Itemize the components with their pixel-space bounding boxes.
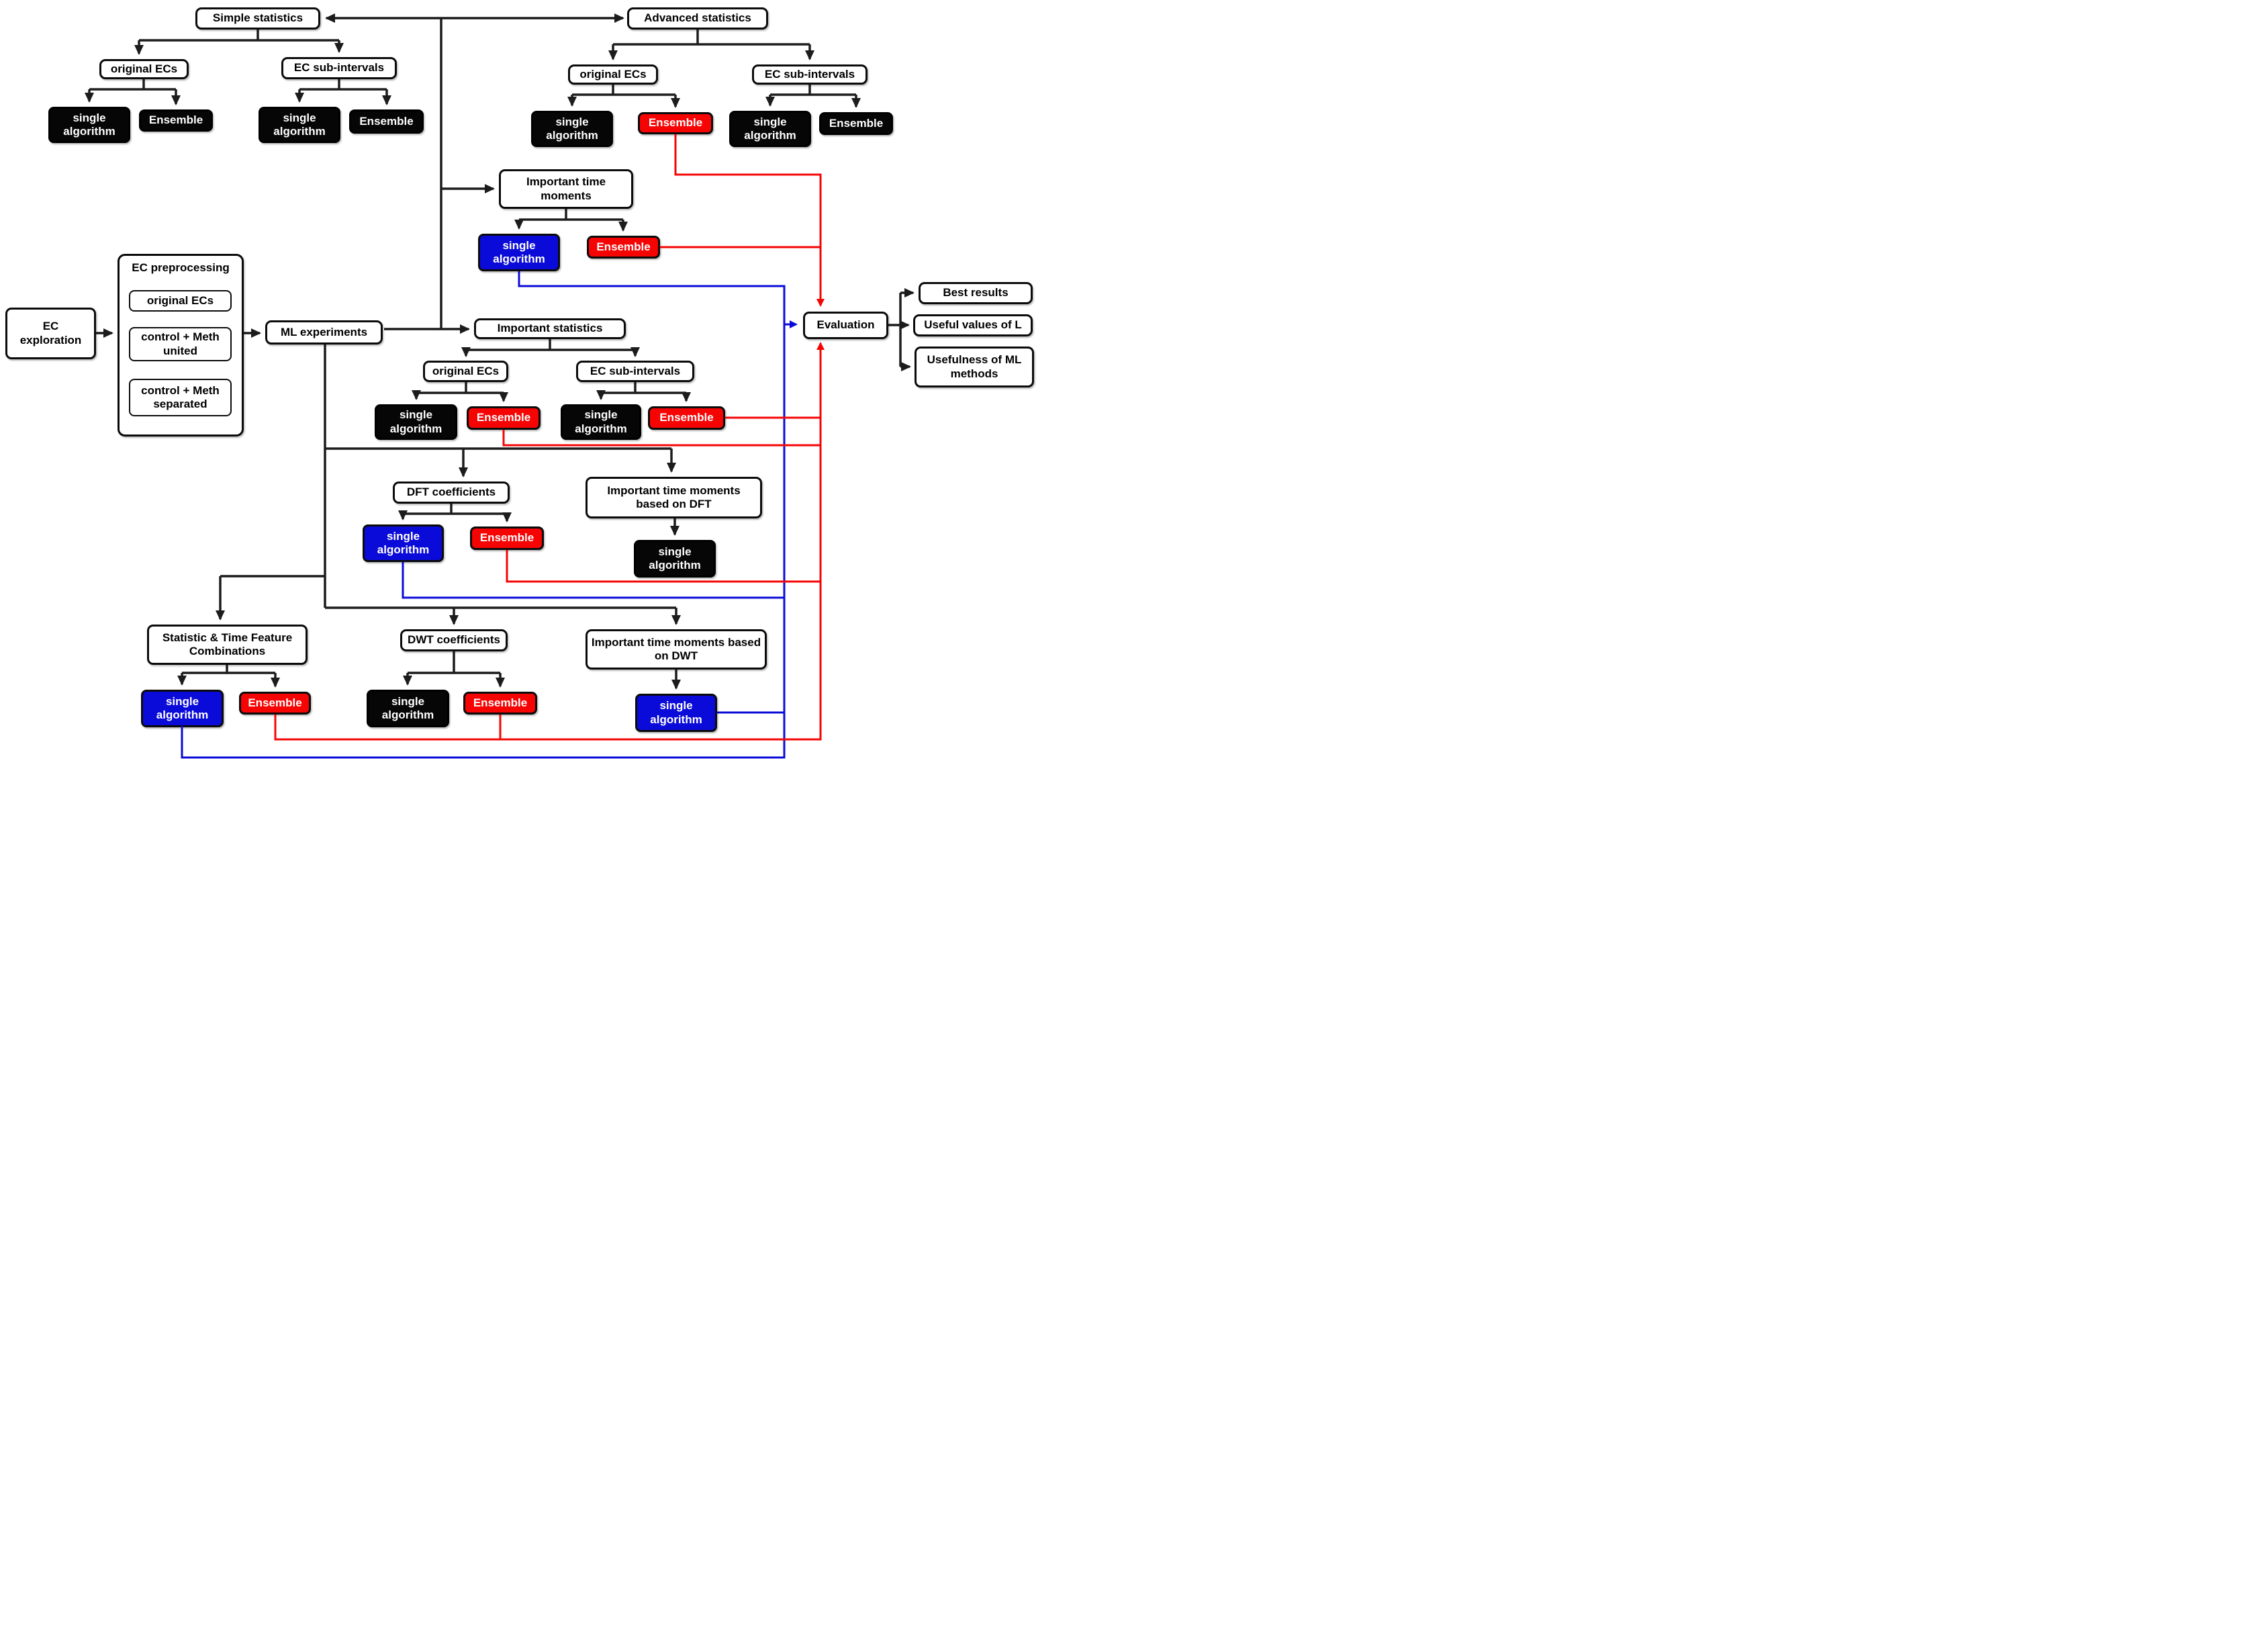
is-sub-ensemble: Ensemble [648,406,725,430]
ec-preprocessing-title: EC preprocessing [132,261,230,274]
itm-based-dwt: Important time moments based on DWT [586,629,767,670]
usefulness-of-ml-methods: Usefulness of ML methods [915,347,1034,387]
itm-dft-single-algorithm: single algorithm [634,540,716,578]
st-ensemble: Ensemble [239,692,311,715]
ss-orig-single-algorithm: single algorithm [48,107,130,143]
flowchart-canvas: Simple statistics original ECs EC sub-inte… [0,0,1037,774]
dwt-single-algorithm: single algorithm [367,690,449,727]
ecp-control-meth-separated: control + Meth separated [129,379,232,416]
important-time-moments: Important time moments [499,169,633,209]
dft-ensemble: Ensemble [470,526,544,550]
ss-ec-sub-intervals: EC sub-intervals [281,57,397,79]
dft-single-algorithm: single algorithm [363,524,444,562]
itm-dwt-single-algorithm: single algorithm [635,694,717,732]
itm-ensemble: Ensemble [587,236,660,259]
is-orig-single-algorithm: single algorithm [375,404,457,440]
itm-based-dft: Important time moments based on DFT [586,477,762,518]
ecp-original-ecs: original ECs [129,290,232,312]
dft-coefficients: DFT coefficients [393,481,510,504]
as-orig-ensemble: Ensemble [638,112,713,134]
dwt-coefficients: DWT coefficients [400,629,508,651]
edge-red-is-orig-ensemble [502,430,821,447]
edge-red-advanced-ensemble [674,134,825,307]
is-orig-ensemble: Ensemble [467,406,541,430]
edge-blue-dft-single [402,562,784,599]
ec-exploration: EC exploration [5,308,96,359]
as-sub-single-algorithm: single algorithm [729,111,811,147]
important-statistics: Important statistics [474,318,626,339]
ss-original-ecs: original ECs [99,59,189,79]
as-sub-ensemble: Ensemble [819,112,893,135]
ecp-control-meth-united: control + Meth united [129,327,232,361]
is-ec-sub-intervals: EC sub-intervals [576,361,694,382]
as-orig-single-algorithm: single algorithm [531,111,613,147]
ss-sub-ensemble: Ensemble [349,109,424,134]
stat-time-feature-combinations: Statistic & Time Feature Combinations [147,625,308,665]
itm-single-algorithm: single algorithm [478,234,560,271]
is-original-ecs: original ECs [423,361,508,382]
ml-experiments: ML experiments [265,320,383,345]
as-ec-sub-intervals: EC sub-intervals [752,64,868,85]
evaluation: Evaluation [803,312,888,339]
as-original-ecs: original ECs [568,64,658,85]
simple-statistics: Simple statistics [195,7,320,30]
useful-values-of-l: Useful values of L [913,314,1033,336]
ss-orig-ensemble: Ensemble [139,109,213,132]
best-results: Best results [919,282,1033,304]
ss-sub-single-algorithm: single algorithm [259,107,340,143]
edge-red-bottom-to-evaluation [274,342,825,741]
advanced-statistics: Advanced statistics [627,7,768,30]
is-sub-single-algorithm: single algorithm [561,404,641,440]
dwt-ensemble: Ensemble [463,692,537,715]
st-single-algorithm: single algorithm [141,690,224,727]
